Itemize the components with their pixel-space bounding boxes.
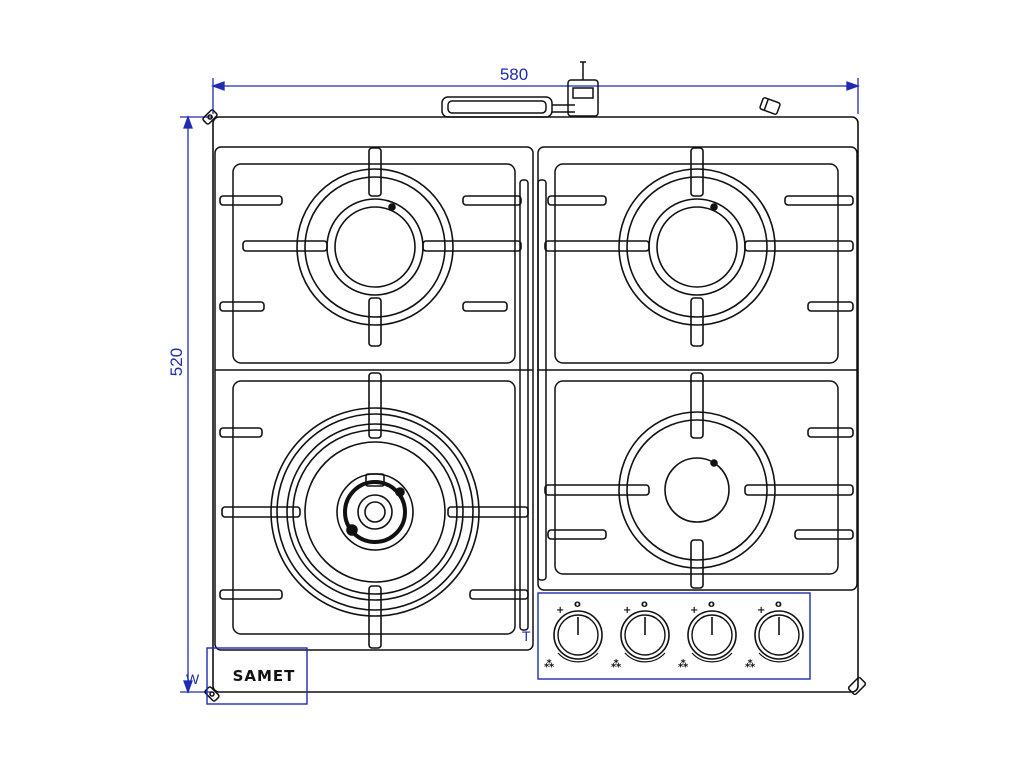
- burner-position-icon: ⁂: [678, 658, 689, 670]
- gas-manifold: [441, 96, 553, 118]
- pan-supports: [214, 146, 858, 651]
- pan-support-left: [214, 146, 534, 651]
- arrowhead-right: [846, 81, 860, 91]
- arrowhead-top: [183, 115, 193, 129]
- knob-ring[interactable]: [687, 610, 737, 660]
- clamp-top-right: [759, 97, 781, 115]
- clamp-top-left: [202, 109, 218, 125]
- knob-row: + o ⁂ + o ⁂ + o ⁂ + o ⁂: [544, 599, 804, 670]
- knob-max-symbol: +: [690, 605, 698, 616]
- depth-dimension: [180, 115, 213, 694]
- burner-top-left: [219, 147, 522, 347]
- corner-clamps: [202, 97, 867, 702]
- knob-ring[interactable]: [754, 610, 804, 660]
- burner-top-right: [544, 147, 854, 347]
- control-knob-2[interactable]: + o ⁂: [611, 599, 670, 670]
- knob-off-symbol: o: [775, 599, 782, 610]
- knob-face[interactable]: [557, 614, 599, 656]
- burner-position-icon: ⁂: [611, 658, 622, 670]
- t-marker: T: [522, 628, 531, 644]
- pan-support-right: [537, 146, 858, 591]
- knob-off-symbol: o: [641, 599, 648, 610]
- burner-bottom-left-wok: [219, 372, 529, 649]
- knob-rotation-arc: [758, 652, 800, 663]
- arrowhead-left: [211, 81, 225, 91]
- knob-max-symbol: +: [556, 605, 564, 616]
- knob-rotation-arc: [691, 652, 733, 663]
- knob-face[interactable]: [691, 614, 733, 656]
- knob-off-symbol: o: [708, 599, 715, 610]
- width-dimension: [211, 78, 860, 114]
- w-marker: W: [186, 671, 200, 687]
- knob-off-symbol: o: [574, 599, 581, 610]
- width-dimension-label: 580: [500, 65, 528, 84]
- knob-ring[interactable]: [553, 610, 603, 660]
- control-knob-3[interactable]: + o ⁂: [678, 599, 737, 670]
- knob-face[interactable]: [624, 614, 666, 656]
- control-knob-4[interactable]: + o ⁂: [745, 599, 804, 670]
- control-knob-1[interactable]: + o ⁂: [544, 599, 603, 670]
- brand-logo: SAMET: [233, 667, 296, 685]
- knob-ring[interactable]: [620, 610, 670, 660]
- knob-face[interactable]: [758, 614, 800, 656]
- hob-outline: [212, 116, 859, 693]
- knob-max-symbol: +: [623, 605, 631, 616]
- brand-frame: [206, 647, 308, 705]
- depth-dimension-label: 520: [167, 348, 186, 376]
- burner-position-icon: ⁂: [745, 658, 756, 670]
- burner-bottom-right: [544, 372, 854, 589]
- burner-position-icon: ⁂: [544, 658, 555, 670]
- knob-max-symbol: +: [757, 605, 765, 616]
- arrowhead-bottom: [183, 680, 193, 694]
- control-panel-frame: [537, 592, 811, 680]
- knob-rotation-arc: [624, 652, 666, 663]
- knob-rotation-arc: [557, 652, 599, 663]
